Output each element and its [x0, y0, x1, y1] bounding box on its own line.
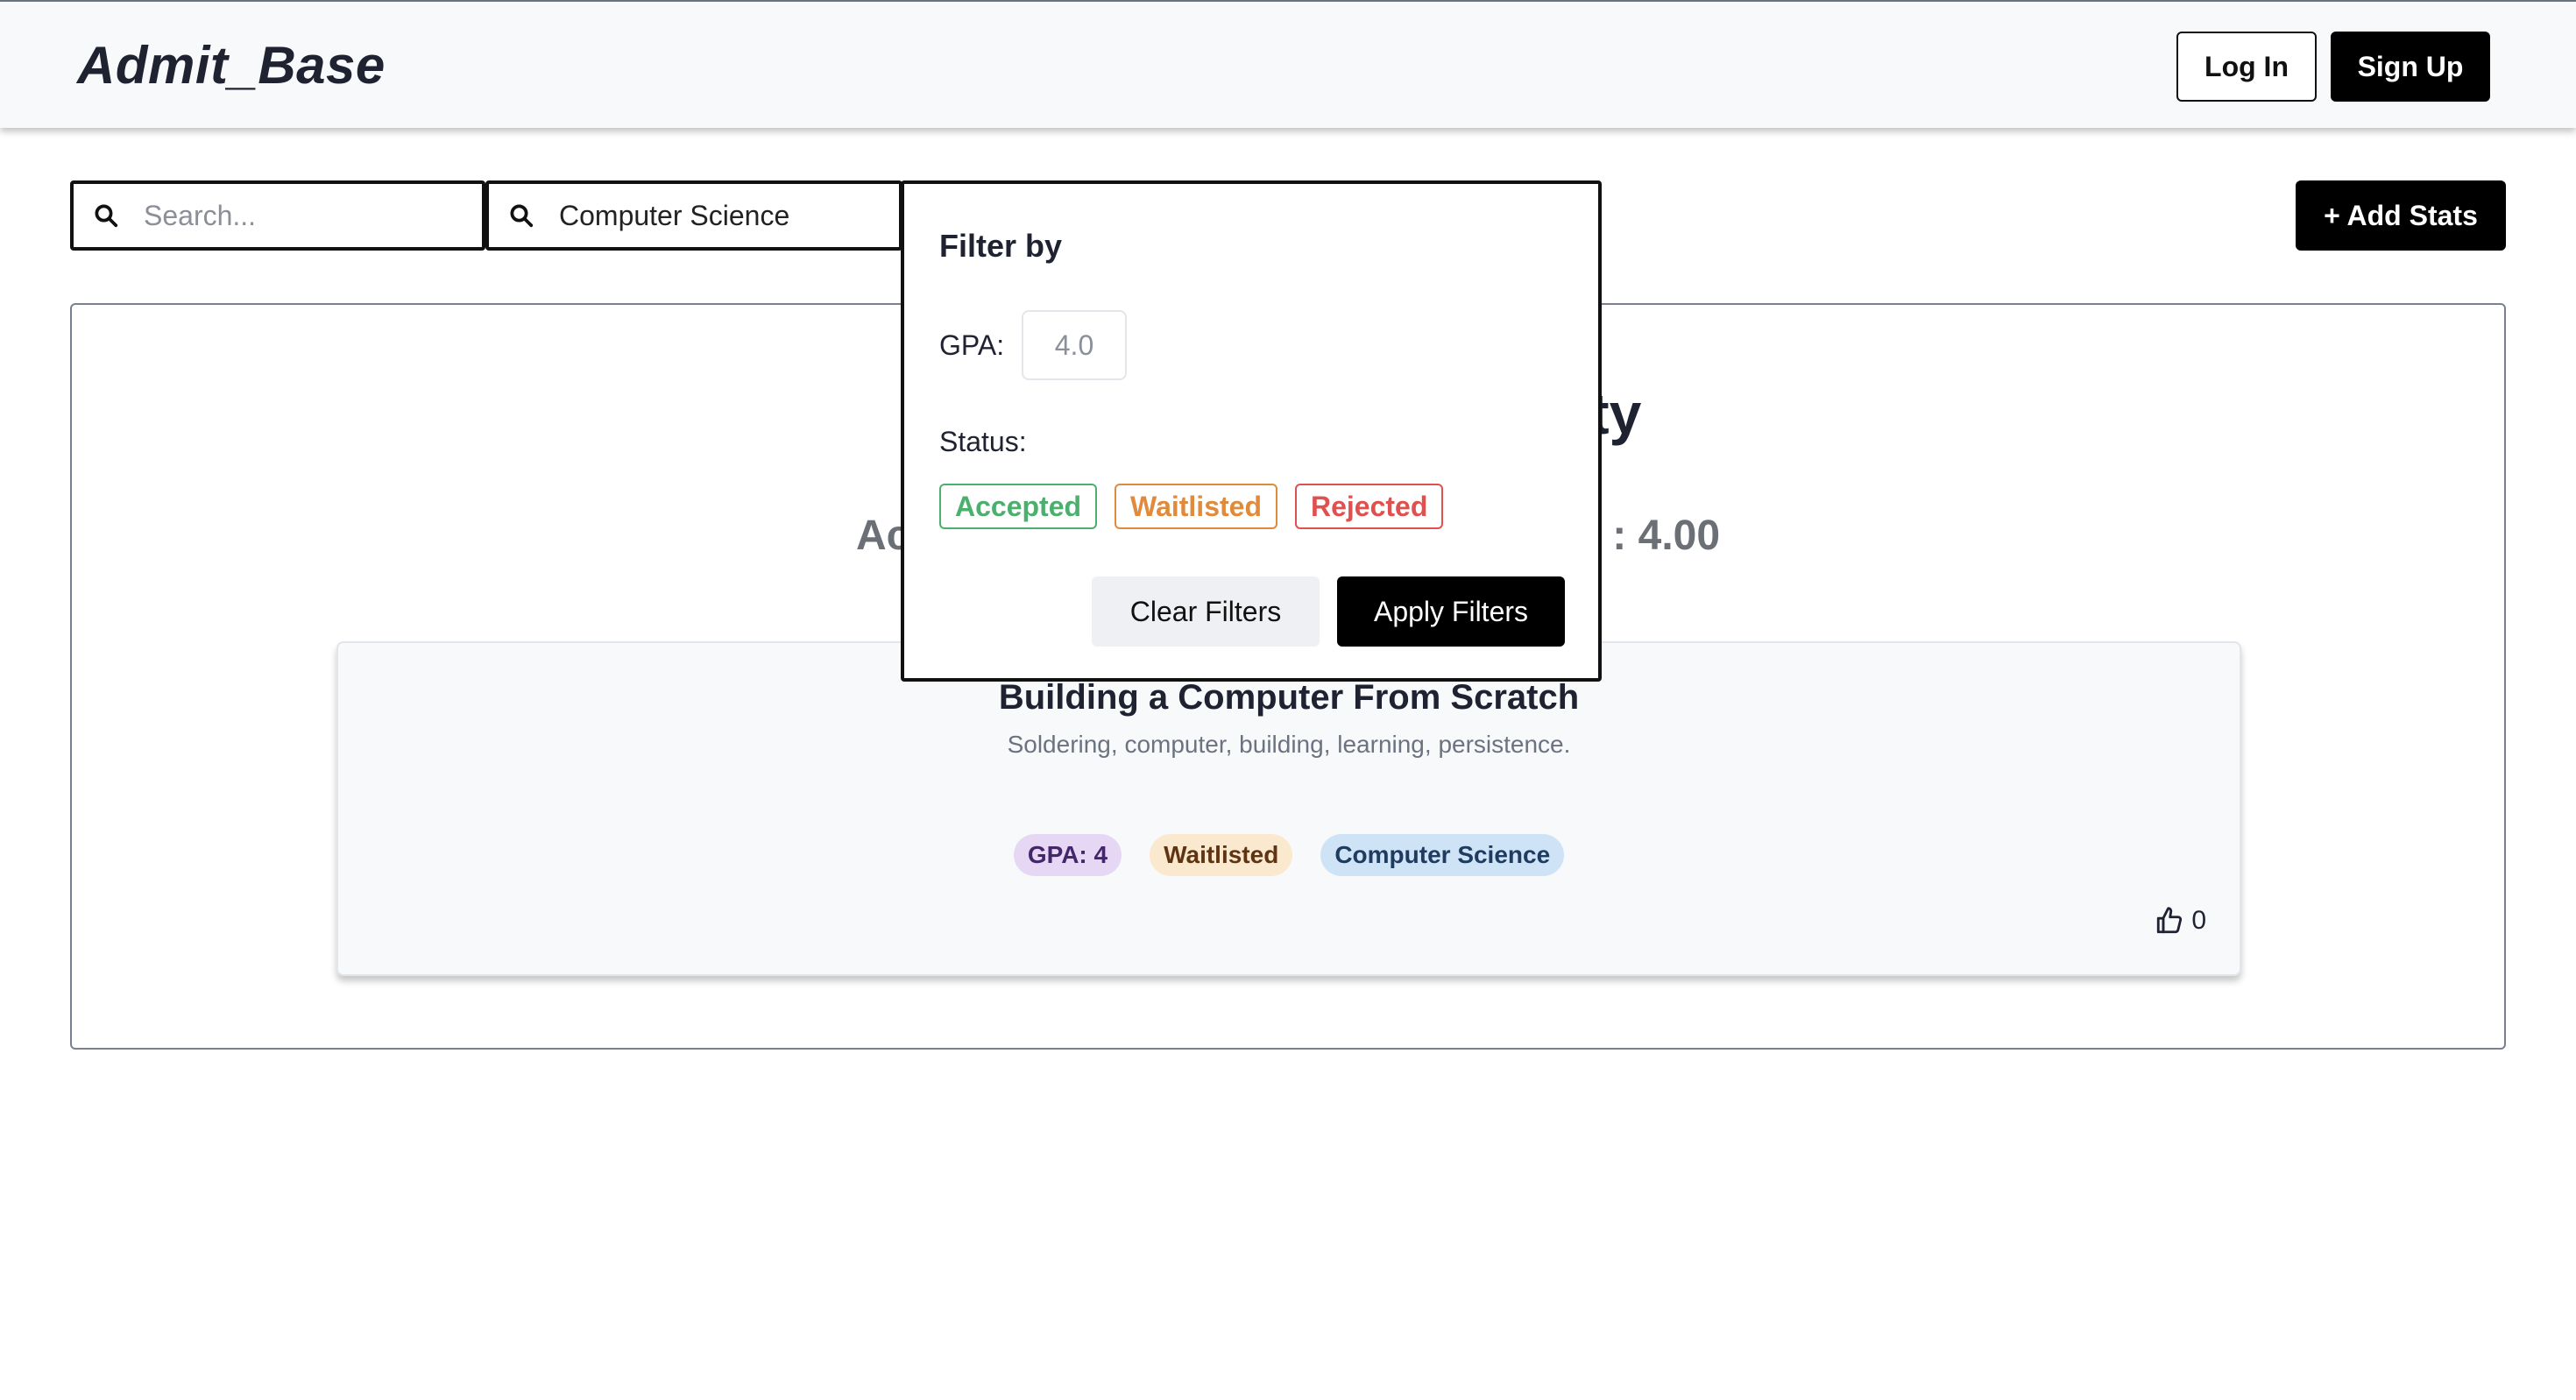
search-bar[interactable] — [70, 180, 485, 251]
thumbs-up-icon — [2157, 907, 2183, 934]
search-icon — [510, 204, 534, 228]
signup-button[interactable]: Sign Up — [2331, 32, 2490, 102]
status-rejected-option[interactable]: Rejected — [1294, 484, 1444, 529]
gpa-filter-input[interactable] — [1022, 310, 1127, 380]
card-title[interactable]: Building a Computer From Scratch — [998, 678, 1580, 717]
clear-filters-button[interactable]: Clear Filters — [1092, 576, 1320, 647]
status-tag: Waitlisted — [1150, 834, 1293, 876]
stats-right-fragment: : 4.00 — [1612, 513, 1721, 559]
status-accepted-option[interactable]: Accepted — [939, 484, 1098, 529]
search-input[interactable] — [144, 199, 442, 232]
apply-filters-button[interactable]: Apply Filters — [1337, 576, 1565, 647]
gpa-tag: GPA: 4 — [1013, 834, 1122, 876]
gpa-label: GPA: — [939, 329, 1005, 361]
like-count: 0 — [2191, 906, 2206, 935]
search-icon — [95, 204, 118, 228]
status-options: Accepted Waitlisted Rejected — [939, 484, 1444, 529]
essay-card[interactable]: Building a Computer From Scratch Solderi… — [336, 641, 2241, 976]
login-button[interactable]: Log In — [2176, 32, 2317, 102]
add-stats-button[interactable]: + Add Stats — [2296, 180, 2506, 251]
status-waitlisted-option[interactable]: Waitlisted — [1115, 484, 1277, 529]
card-description: Soldering, computer, building, learning,… — [1007, 731, 1571, 758]
filter-title: Filter by — [939, 228, 1063, 264]
top-navbar: Admit_Base Log In Sign Up — [0, 0, 2576, 128]
major-tag: Computer Science — [1320, 834, 1565, 876]
status-label: Status: — [939, 426, 1027, 457]
filter-popup: Filter by GPA: Status: Accepted Waitlist… — [901, 180, 1602, 682]
card-tags: GPA: 4 Waitlisted Computer Science — [338, 834, 2240, 876]
app-logo[interactable]: Admit_Base — [77, 36, 386, 95]
like-button[interactable]: 0 — [2155, 906, 2206, 936]
major-search-bar[interactable]: Computer Science — [485, 180, 902, 251]
major-search-value[interactable]: Computer Science — [559, 199, 790, 231]
